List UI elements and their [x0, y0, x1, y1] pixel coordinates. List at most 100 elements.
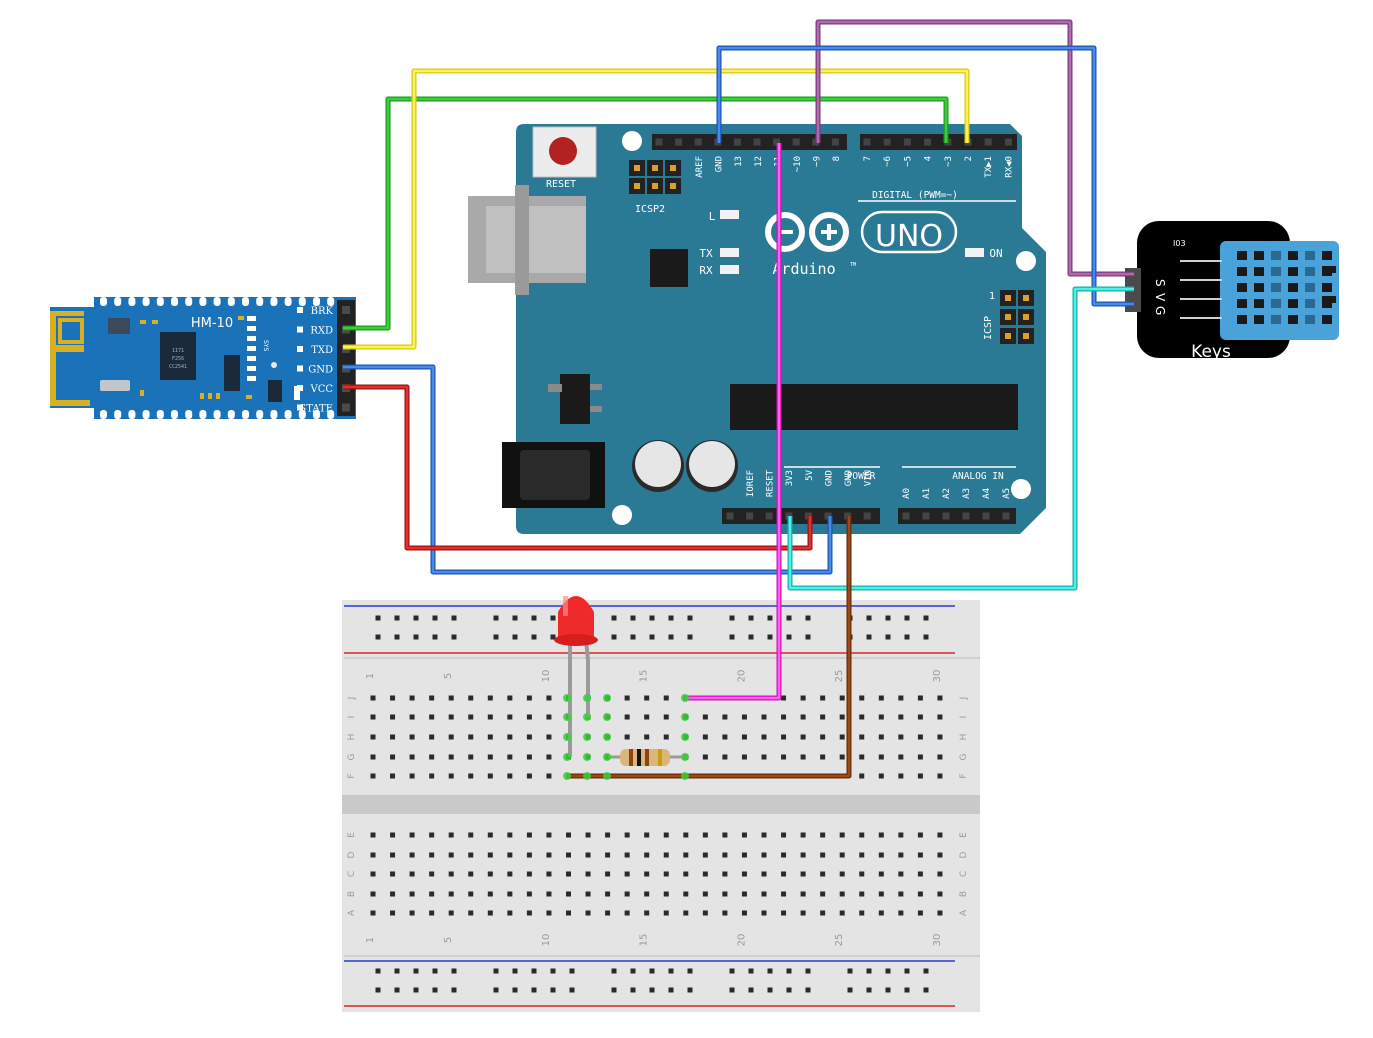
row-label-right: B [959, 891, 969, 897]
header-pin [694, 138, 702, 146]
breadboard-center-channel [342, 795, 980, 814]
header-pin [733, 138, 741, 146]
analog-pin-label: A2 [942, 488, 952, 499]
sensor-vent [1288, 251, 1298, 260]
breadboard-hole [526, 754, 532, 760]
digital-pin-label: ~3 [944, 156, 954, 167]
breadboard-hole [526, 871, 532, 877]
breadboard-hole [800, 852, 806, 858]
sensor-vent [1254, 251, 1264, 260]
rail-hole [451, 987, 457, 993]
hm10-pads [100, 297, 335, 419]
rail-hole [786, 615, 792, 621]
breadboard-hole [546, 695, 552, 701]
arduino-mount-hole-4 [1011, 479, 1031, 499]
breadboard-hole [624, 852, 630, 858]
breadboard-hole [487, 891, 493, 897]
breadboard-hole [468, 695, 474, 701]
breadboard-hole [702, 871, 708, 877]
usb-chip [650, 249, 688, 287]
breadboard-hole [526, 734, 532, 740]
hm10-pad-bottom [227, 410, 235, 419]
rail-hole [512, 987, 518, 993]
sensor-vent [1322, 315, 1332, 324]
rail-hole [531, 634, 537, 640]
row-label-left: H [347, 734, 357, 741]
breadboard-hole [409, 754, 415, 760]
digital-pin-label: 12 [754, 156, 764, 167]
reset-button-cap [549, 137, 577, 165]
wire-gnd-breadboard-highlight [567, 516, 851, 778]
sensor-vent [1237, 315, 1247, 324]
led-l-label: L [709, 210, 716, 223]
digital-pin-label: ~6 [883, 156, 893, 167]
breadboard-hole [898, 910, 904, 916]
breadboard-hole [468, 734, 474, 740]
power-label: POWER [847, 471, 876, 482]
header-pin [831, 138, 839, 146]
power-pin-label: GND [844, 470, 854, 486]
breadboard-hole [839, 695, 845, 701]
uno-label: UNO [875, 219, 943, 254]
header-pin [753, 138, 761, 146]
breadboard-hole [448, 695, 454, 701]
hm10-pad-bottom [171, 410, 178, 419]
led-shine [563, 596, 568, 616]
breadboard-hole [722, 871, 728, 877]
icsp-pin [1005, 333, 1011, 339]
column-number-top: 25 [834, 670, 845, 683]
rail-hole [904, 615, 910, 621]
digital-header-right [860, 134, 1017, 150]
breadboard-hole [839, 832, 845, 838]
column-number-bottom: 1 [365, 937, 376, 943]
breadboard-hole [526, 714, 532, 720]
breadboard-hole [859, 754, 865, 760]
rail-hole [432, 615, 438, 621]
breadboard-hole [702, 910, 708, 916]
hm10-pad-top [199, 297, 207, 306]
digital-pin-label: ~10 [793, 156, 803, 172]
breadboard-hole [507, 910, 513, 916]
breadboard-hole [820, 754, 826, 760]
rail-hole [493, 987, 499, 993]
breadboard-hole [820, 852, 826, 858]
rail-hole [687, 634, 693, 640]
rail-hole [375, 615, 381, 621]
rail-hole [668, 968, 674, 974]
header-pin [726, 512, 734, 520]
breadboard-hole [624, 734, 630, 740]
breadboard-hole [585, 871, 591, 877]
breadboard-hole [702, 714, 708, 720]
header-pin [773, 138, 781, 146]
breadboard-hole [468, 891, 474, 897]
rail-hole [451, 968, 457, 974]
header-pin [1002, 512, 1010, 520]
breadboard-hole [370, 852, 376, 858]
breadboard-hole [370, 695, 376, 701]
breadboard-hole-connected [563, 733, 571, 741]
breadboard-hole [839, 871, 845, 877]
rail-hole [512, 968, 518, 974]
hm10-chip-text-2: F256 [172, 356, 184, 362]
sensor-vent [1237, 283, 1247, 292]
hm10-pin-pad [297, 385, 303, 391]
row-label-left: G [347, 753, 357, 760]
breadboard-hole [409, 773, 415, 779]
row-label-left: C [347, 871, 357, 877]
sensor-vent [1271, 267, 1281, 276]
hm10-pad-top [156, 297, 164, 306]
hm10-module: 1I71 F256 CC2541 HM-10 SYS BRKRXDTXDGNDV… [50, 297, 356, 419]
rail-hole [649, 968, 655, 974]
breadboard-hole [546, 714, 552, 720]
breadboard-hole-connected [583, 713, 591, 721]
wire-vcc-5v-highlight [343, 385, 812, 550]
hm10-antenna-loop [58, 318, 84, 344]
rail-hole [413, 968, 419, 974]
breadboard-hole [448, 910, 454, 916]
wire-sensor-signal-d9-highlight [816, 20, 1134, 276]
sensor-vent [1271, 315, 1281, 324]
header-pin [883, 138, 891, 146]
breadboard-hole [370, 871, 376, 877]
hm10-pad-bottom [213, 410, 221, 419]
